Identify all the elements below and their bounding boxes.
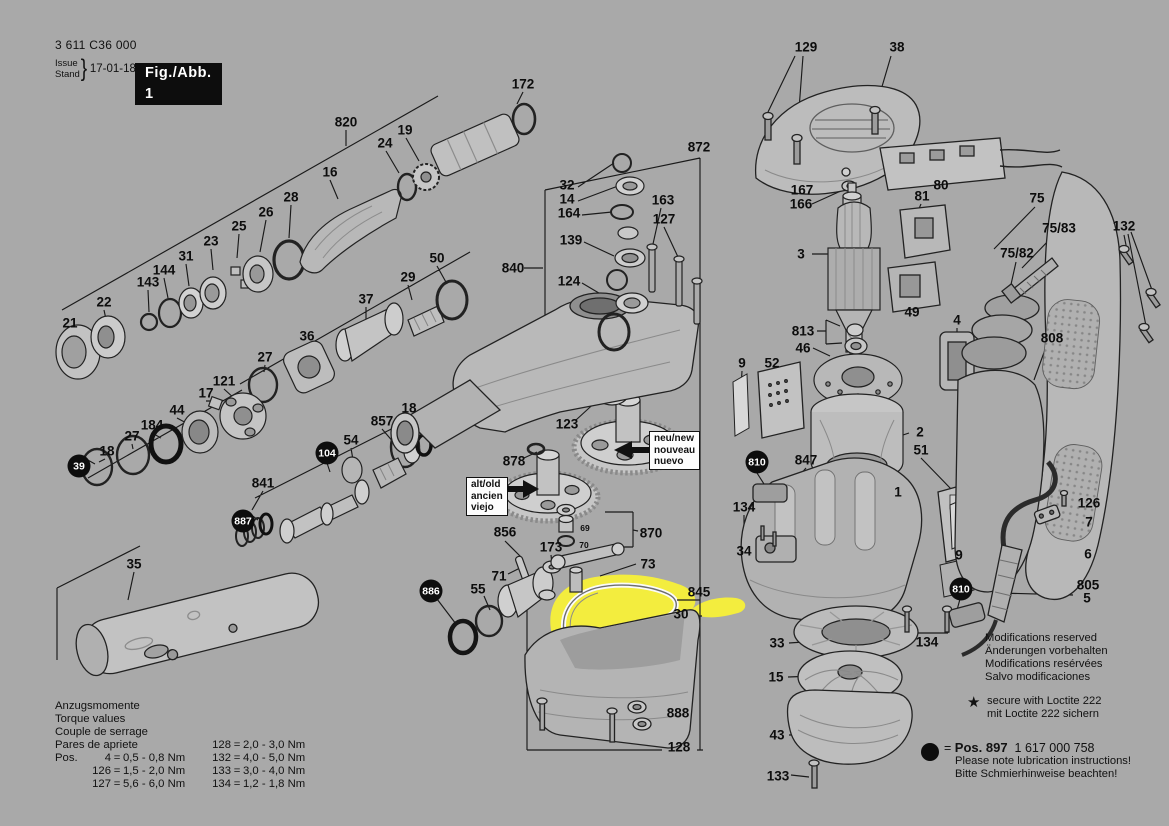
piston-parts [447,555,562,656]
issue-date: 17-01-18 [89,63,136,75]
armature-field-parts [810,182,904,483]
stand-label: Stand [55,69,80,80]
lubrication-note: = Pos. 897 1 617 000 758 Please note lub… [921,741,1131,781]
pos-label: Pos. [954,740,983,755]
issue-label: Issue [55,58,78,69]
pos-number: 897 [985,740,1008,755]
figure-label: Fig./Abb. 1 [135,63,222,105]
crankcase-parts [524,609,701,749]
drawing-number: 3 611 C36 000 [55,38,137,52]
brace: } [80,55,88,82]
lube-pos-line: = Pos. 897 1 617 000 758 [944,741,1131,755]
hammer-barrel [75,572,320,677]
black-dot-icon [921,743,939,761]
lube-lines: Please note lubrication instructions!Bit… [955,755,1131,780]
equals-sign: = [944,741,952,755]
arrow-old [508,480,539,498]
arrow-new [614,441,649,459]
fan-group-parts [786,605,953,789]
motor-cover-parts [754,84,1063,313]
striker-shaft-parts [235,433,433,547]
issue-stand: Issue Stand}17-01-18 [55,55,136,83]
gear-housing [390,292,700,454]
drawing-header: 3 611 C36 000 Issue Stand}17-01-18 Fig./… [55,38,222,105]
handle-cord-parts [954,171,1161,657]
star-icon: ★ [967,694,981,711]
sleeve-parts [247,279,469,404]
ring-parts [80,392,421,487]
order-code: 1 617 000 758 [1014,741,1095,755]
bearing-column-parts [597,153,703,352]
chuck-spindle-parts [55,102,537,380]
